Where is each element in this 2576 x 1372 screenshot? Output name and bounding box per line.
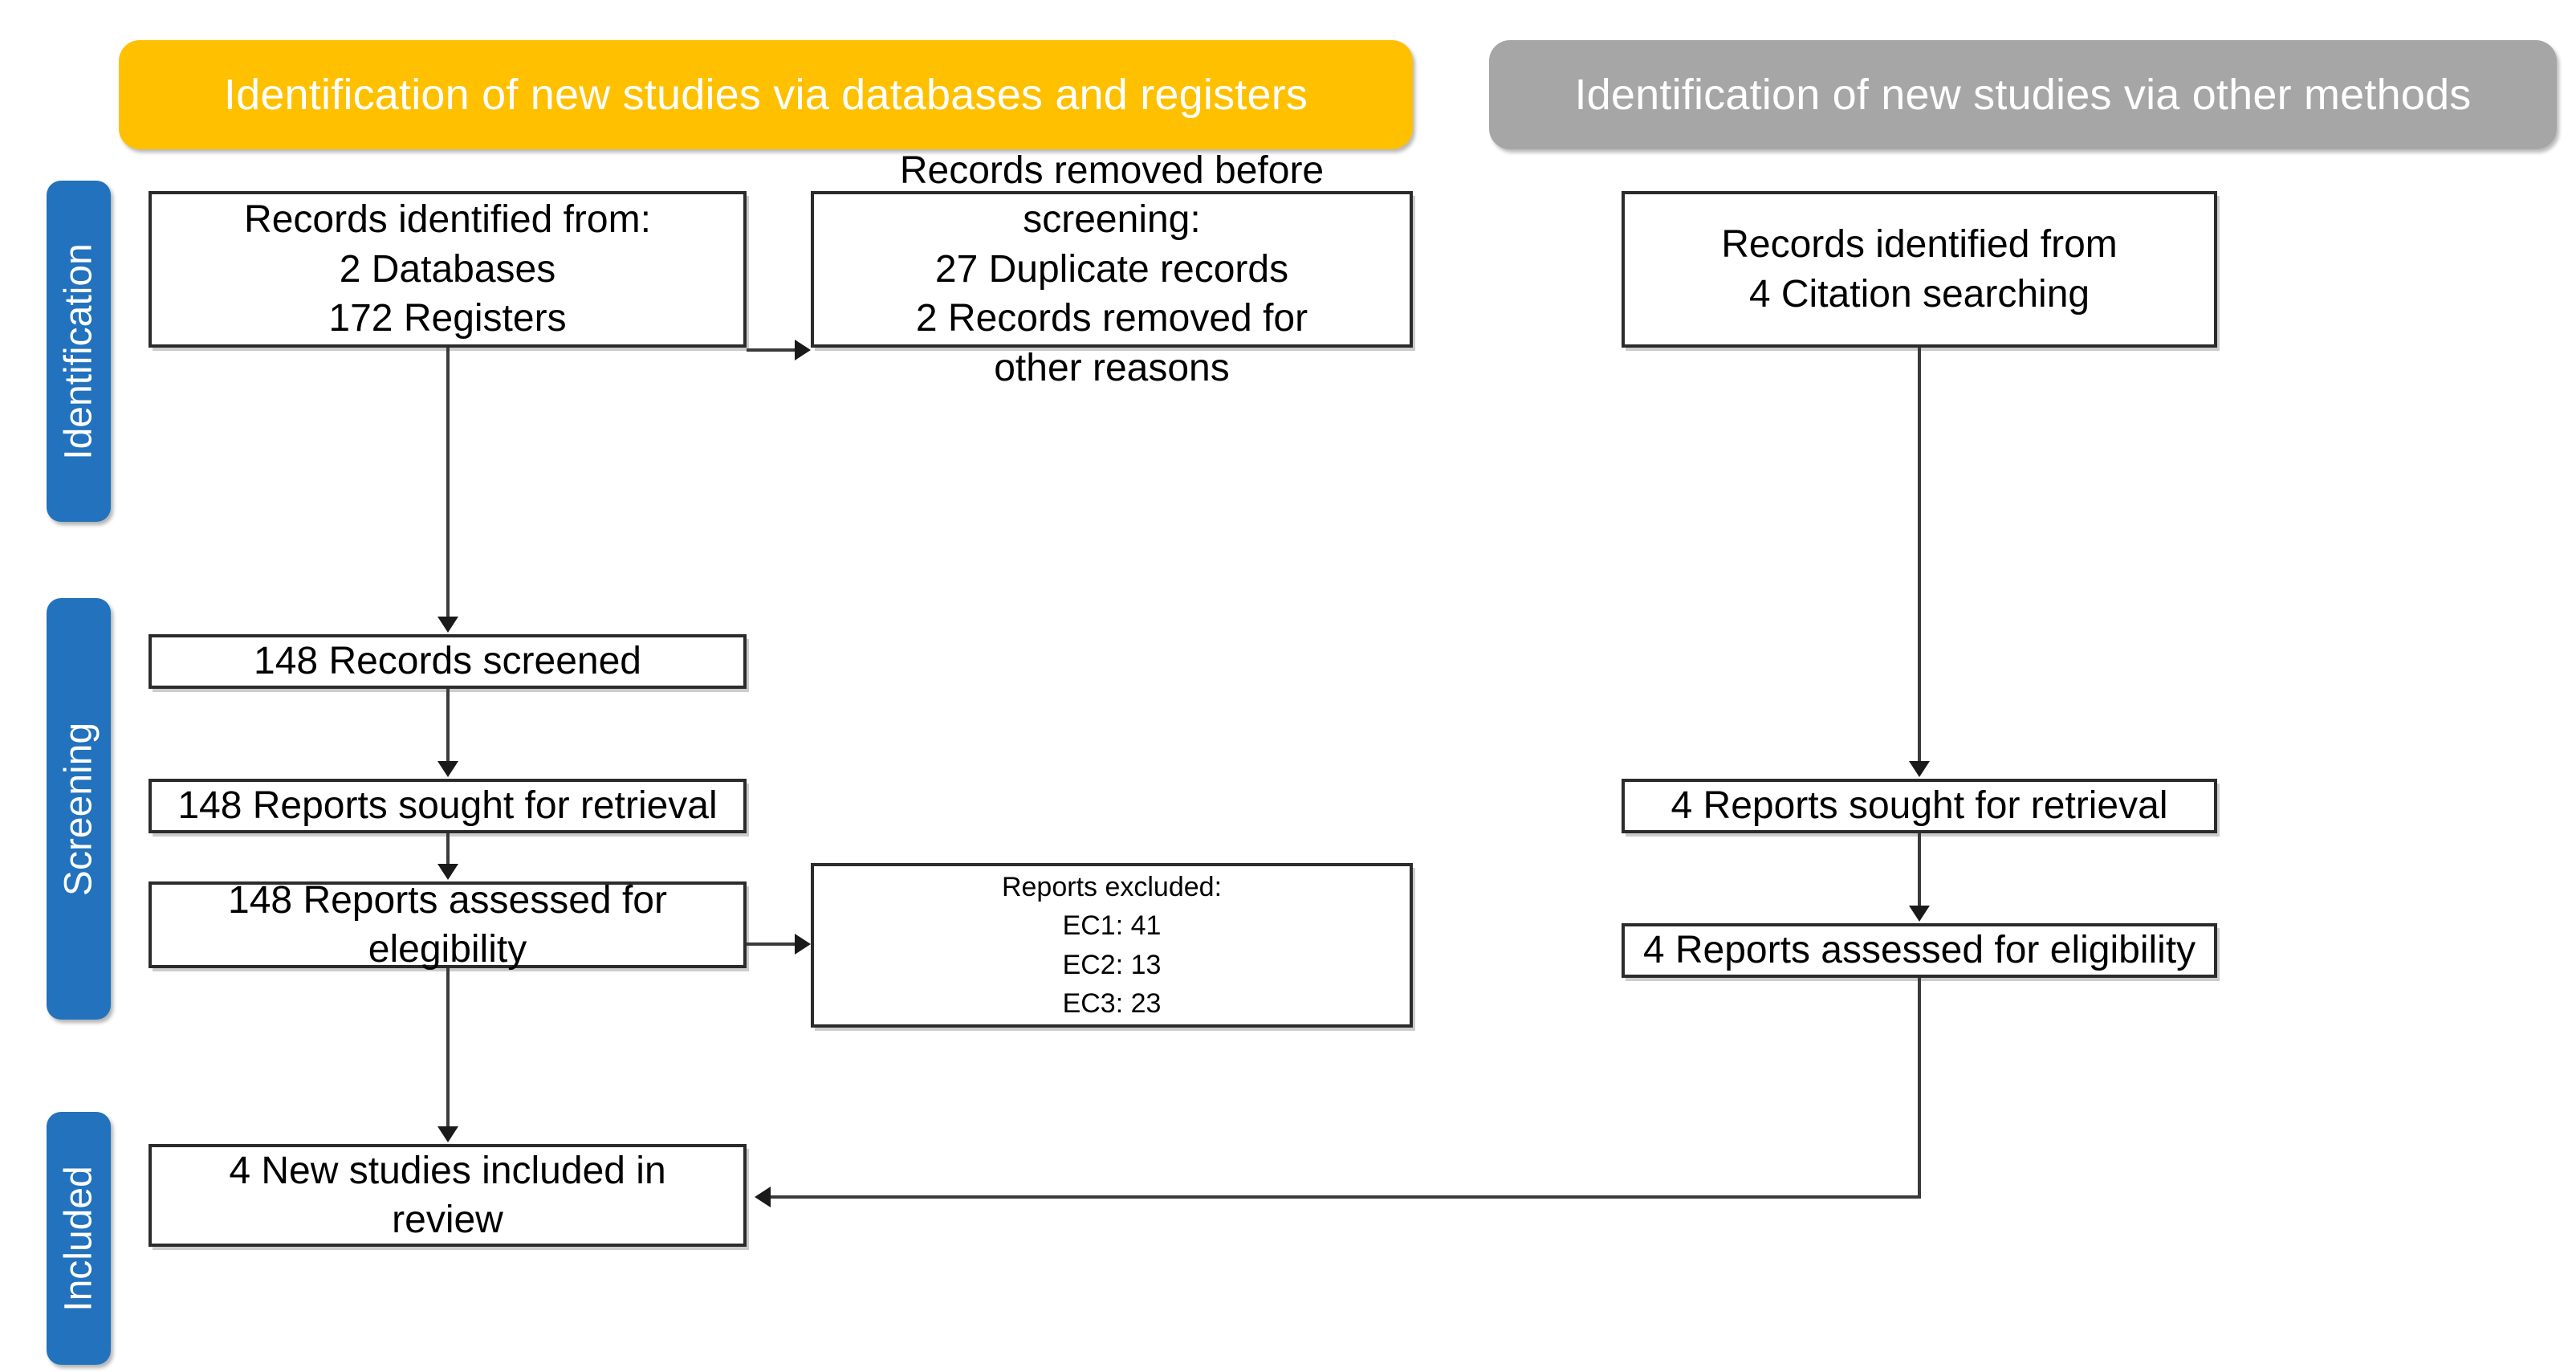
- box-new-studies-included-in-review: 4 New studies included in review: [149, 1144, 747, 1247]
- records-identified-other-line-2: 4 Citation searching: [1748, 272, 2090, 316]
- records-identified-line-3: 172 Registers: [328, 297, 567, 340]
- connector-screened-to-sought: [446, 689, 450, 761]
- arrowhead-assessed-to-included: [437, 1126, 458, 1142]
- box-reports-assessed-for-eligibility-other: 4 Reports assessed for eligibility: [1622, 923, 2217, 978]
- reports-excluded-line-3: EC2: 13: [1062, 949, 1162, 980]
- records-removed-line-1: Records removed before: [899, 149, 1325, 192]
- banner-databases-label: Identification of new studies via databa…: [223, 71, 1308, 119]
- arrowhead-identified-to-screened: [437, 617, 458, 633]
- records-screened-label: 148 Records screened: [254, 640, 641, 683]
- reports-excluded-line-2: EC1: 41: [1062, 910, 1162, 942]
- stage-tab-included: Included: [47, 1112, 111, 1365]
- arrowhead-identified-to-removed: [795, 340, 811, 360]
- arrowhead-assessed-other-to-included: [755, 1187, 771, 1207]
- records-removed-line-3: 27 Duplicate records: [934, 247, 1289, 291]
- box-records-identified-other-methods: Records identified from 4 Citation searc…: [1622, 191, 2217, 348]
- new-studies-included-line-1: 4 New studies included in: [229, 1149, 666, 1192]
- connector-identified-to-screened: [446, 348, 450, 617]
- records-identified-line-1: Records identified from:: [244, 198, 651, 242]
- records-identified-other-line-1: Records identified from: [1721, 223, 2118, 267]
- box-records-removed-before-screening: Records removed before screening: 27 Dup…: [811, 149, 1413, 389]
- box-reports-sought-for-retrieval-other: 4 Reports sought for retrieval: [1622, 779, 2217, 833]
- records-removed-line-2: screening:: [1023, 198, 1201, 242]
- stage-tab-identification: Identification: [47, 181, 111, 522]
- reports-excluded-line-4: EC3: 23: [1062, 987, 1162, 1019]
- banner-other-methods-label: Identification of new studies via other …: [1574, 71, 2472, 119]
- box-records-identified: Records identified from: 2 Databases 172…: [149, 191, 747, 348]
- banner-other-methods: Identification of new studies via other …: [1489, 40, 2557, 149]
- records-identified-line-2: 2 Databases: [339, 247, 556, 291]
- connector-sought-to-assessed: [446, 833, 450, 864]
- reports-assessed-line-1: 148 Reports assessed for: [228, 878, 667, 922]
- records-removed-line-4: 2 Records removed for: [915, 297, 1308, 340]
- stage-tab-identification-label: Identification: [57, 242, 100, 460]
- arrowhead-sought-to-assessed: [437, 864, 458, 880]
- connector-assessed-other-elbow-horizontal: [771, 1195, 1921, 1199]
- records-removed-line-5: other reasons: [994, 346, 1230, 389]
- reports-assessed-other-label: 4 Reports assessed for eligibility: [1642, 929, 2196, 972]
- reports-excluded-line-1: Reports excluded:: [1001, 871, 1223, 902]
- stage-tab-screening: Screening: [47, 598, 111, 1020]
- new-studies-included-line-2: review: [392, 1199, 503, 1241]
- banner-databases-registers: Identification of new studies via databa…: [119, 40, 1413, 149]
- connector-citation-to-sought-other: [1918, 348, 1921, 761]
- connector-assessed-to-excluded: [747, 942, 795, 946]
- reports-sought-label: 148 Reports sought for retrieval: [177, 784, 718, 828]
- arrowhead-citation-to-sought-other: [1909, 761, 1930, 777]
- box-reports-sought-for-retrieval: 148 Reports sought for retrieval: [149, 779, 747, 833]
- stage-tab-screening-label: Screening: [57, 722, 100, 896]
- connector-assessed-other-elbow-vertical: [1918, 978, 1921, 1199]
- box-reports-assessed-for-eligibility: 148 Reports assessed for elegibility: [149, 879, 747, 971]
- reports-assessed-line-2: elegibility: [368, 928, 527, 971]
- reports-sought-other-label: 4 Reports sought for retrieval: [1671, 784, 2168, 828]
- box-reports-excluded: Reports excluded: EC1: 41 EC2: 13 EC3: 2…: [811, 863, 1413, 1028]
- arrowhead-screened-to-sought: [437, 761, 458, 777]
- arrowhead-sought-other-to-assessed-other: [1909, 906, 1930, 922]
- arrowhead-assessed-to-excluded: [795, 934, 811, 955]
- stage-tab-included-label: Included: [57, 1165, 100, 1312]
- connector-assessed-to-included: [446, 968, 450, 1126]
- connector-sought-other-to-assessed-other: [1918, 833, 1921, 906]
- connector-identified-to-removed: [747, 348, 795, 352]
- box-records-screened: 148 Records screened: [149, 634, 747, 689]
